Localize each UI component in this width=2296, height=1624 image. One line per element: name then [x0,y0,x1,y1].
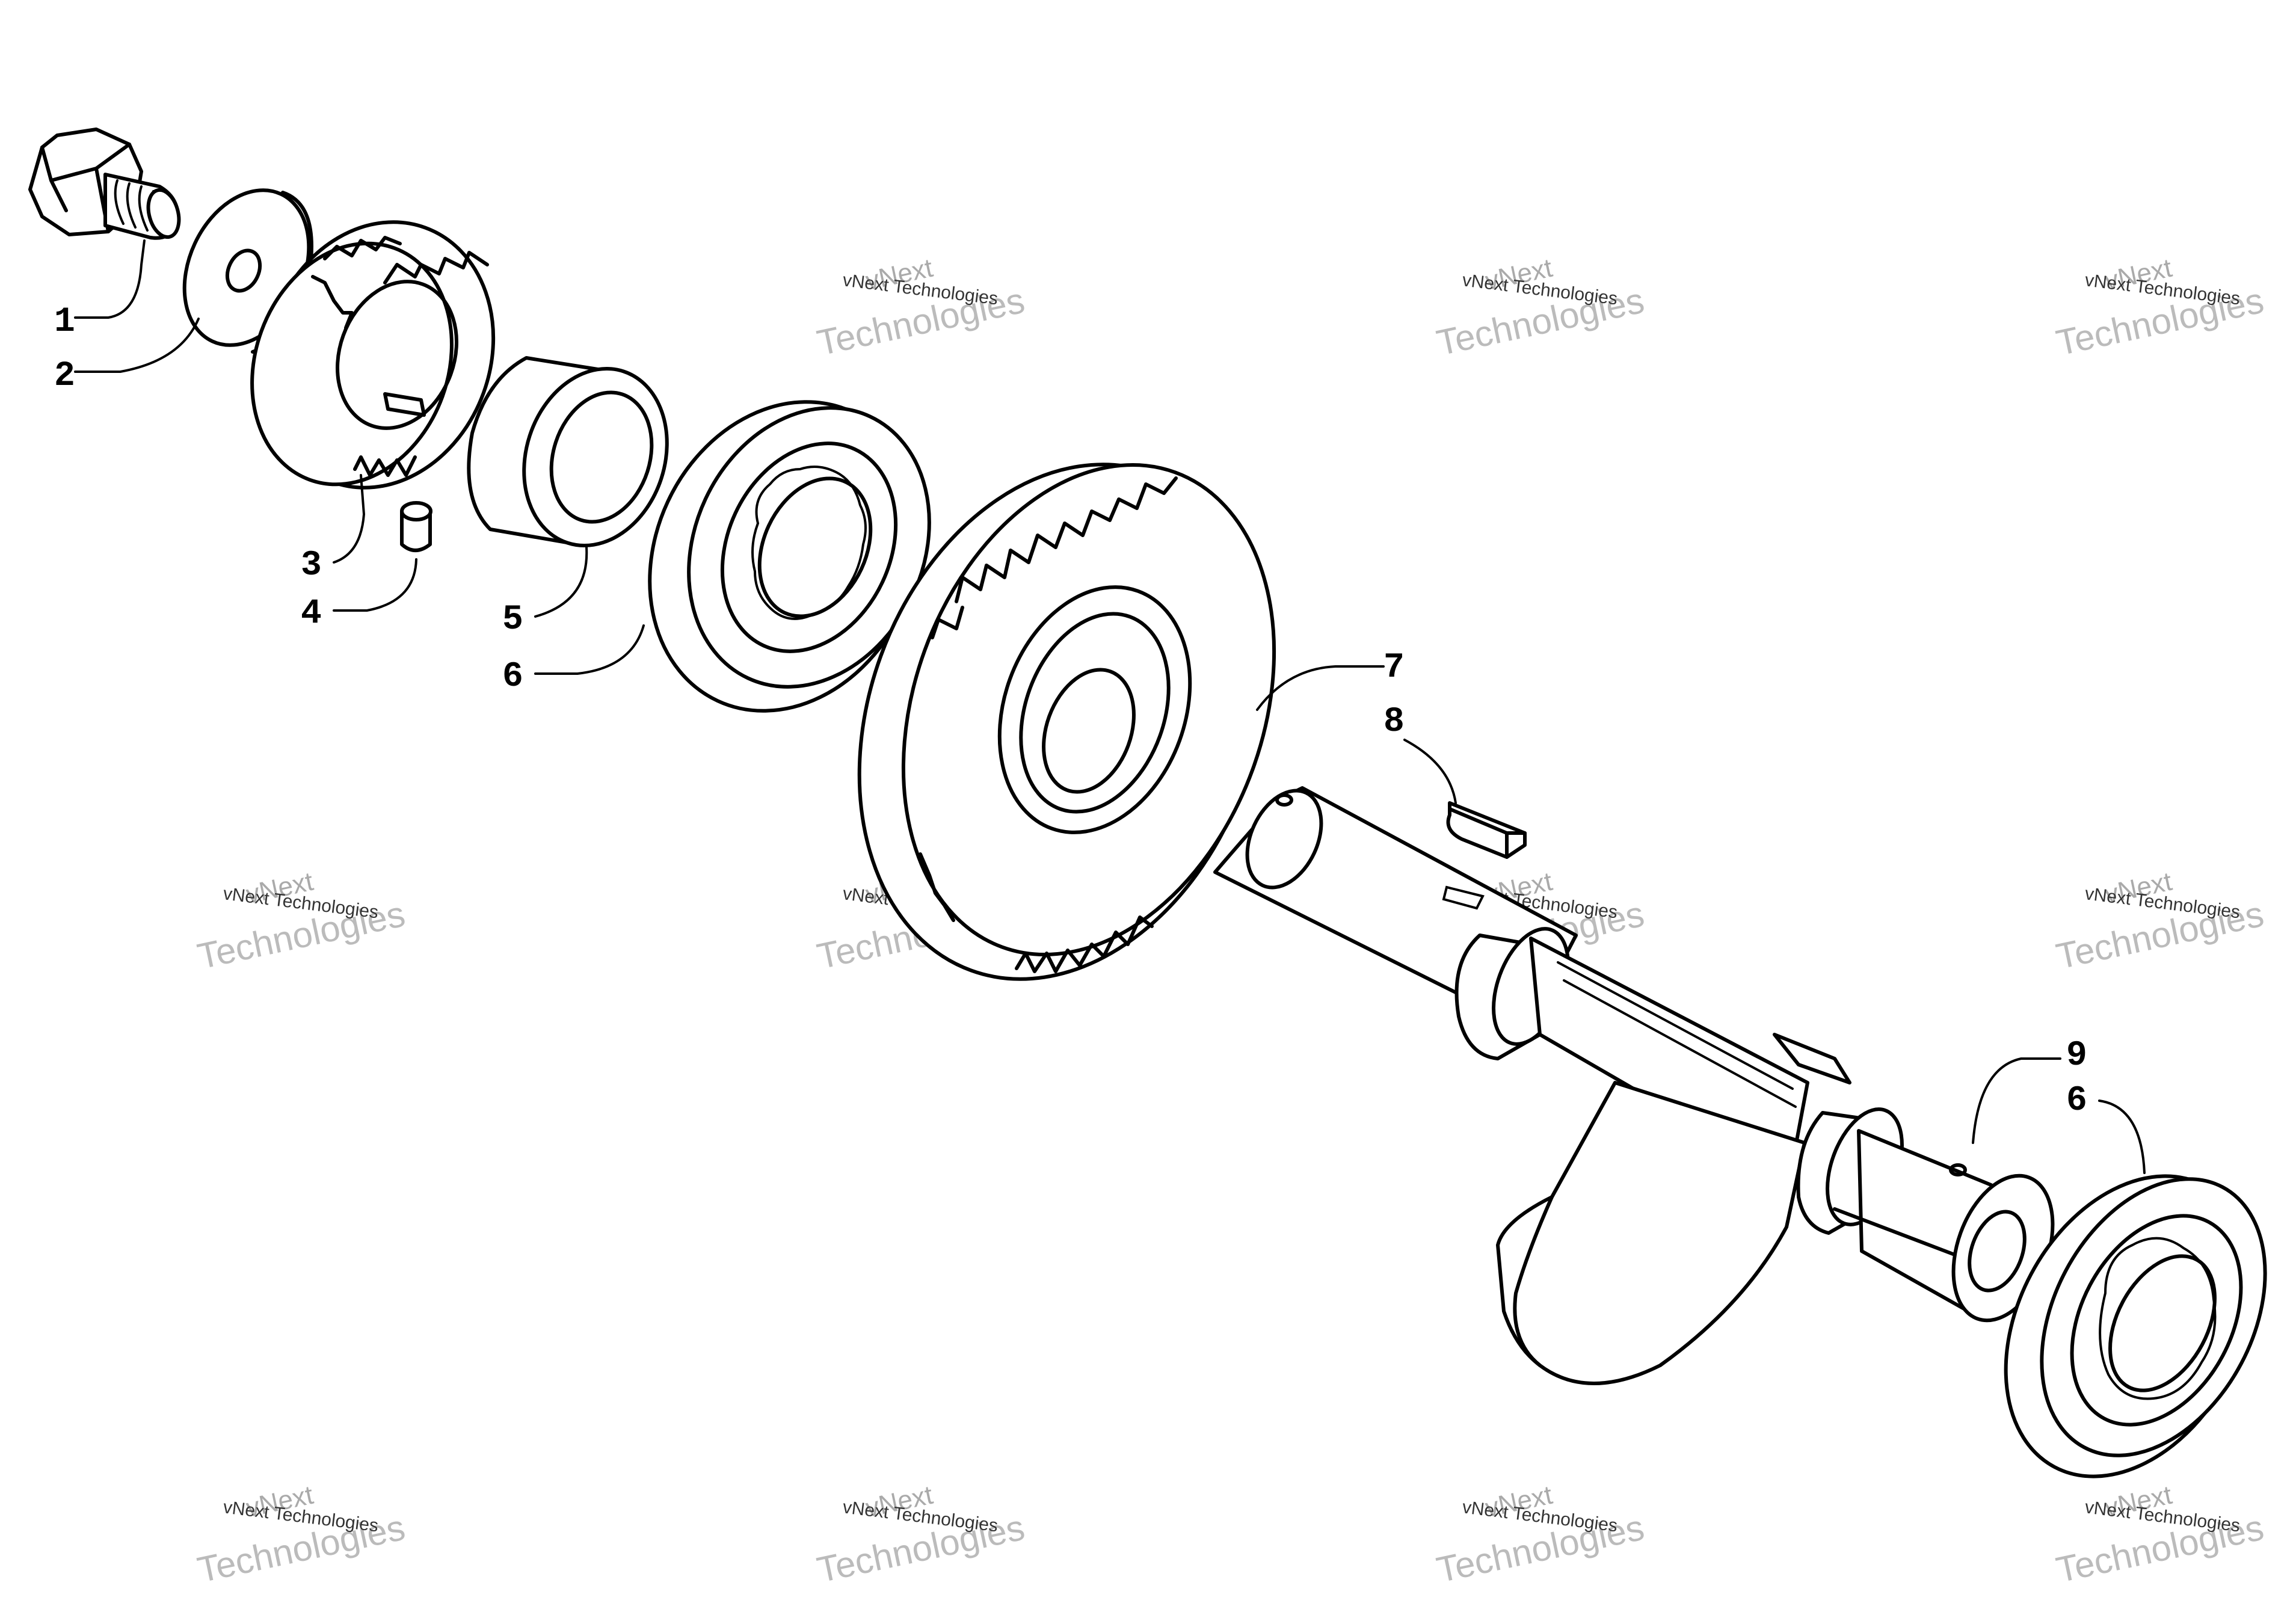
part-4-dowel-pin[interactable] [400,501,432,552]
leader-lines [74,239,2146,1174]
part-1-flange-bolt[interactable] [28,128,184,241]
leader-3 [333,474,366,564]
leader-6b [2098,1100,2146,1174]
callout-5: 5 [502,600,523,639]
leader-6a [534,624,645,675]
callout-4: 4 [301,594,322,633]
part-7-large-gear[interactable] [790,407,1339,1036]
callout-9: 9 [2066,1036,2087,1075]
leader-1 [74,239,146,319]
leader-4 [333,558,417,612]
leader-5 [534,546,588,618]
callout-7: 7 [1383,648,1405,687]
part-5-bushing[interactable] [467,350,689,564]
leader-7 [1256,665,1385,711]
part-9-crankshaft[interactable] [1213,779,2071,1385]
leader-8 [1403,739,1457,804]
part-3-gear[interactable] [220,189,530,520]
callout-2: 2 [54,357,75,396]
leader-2 [74,318,200,373]
callout-1: 1 [54,303,75,342]
callout-3: 3 [301,546,322,585]
callout-6a: 6 [502,657,523,697]
callout-6b: 6 [2066,1081,2087,1121]
callout-labels: 1 2 3 4 5 6 7 8 9 6 [54,303,2087,1121]
leader-9 [1972,1057,2061,1144]
part-6-ball-bearing-b[interactable] [1956,1133,2296,1519]
part-8-woodruff-key[interactable] [1446,801,1527,859]
callout-8: 8 [1383,703,1405,742]
